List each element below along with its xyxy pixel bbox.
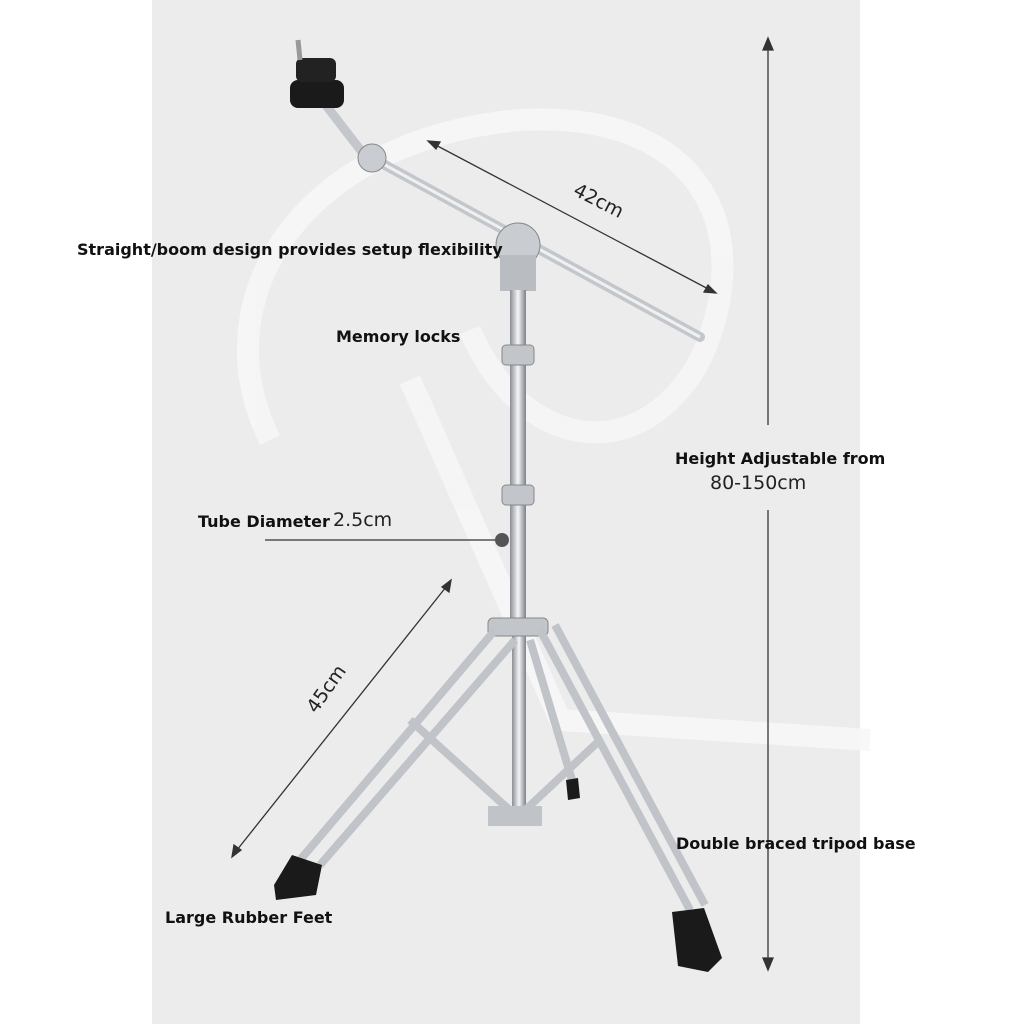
memory-locks-label: Memory locks bbox=[336, 327, 461, 346]
leg-length-arrow bbox=[231, 578, 452, 859]
tripod-base bbox=[296, 623, 709, 912]
rubber-feet-icon bbox=[274, 778, 722, 972]
memory-lock-icon bbox=[501, 484, 535, 506]
boom-design-label: Straight/boom design provides setup flex… bbox=[77, 240, 503, 259]
height-value: 80-150cm bbox=[710, 472, 807, 494]
tube-diameter-label: Tube Diameter bbox=[198, 512, 330, 531]
height-label: Height Adjustable from bbox=[675, 449, 886, 468]
memory-lock-icon bbox=[501, 344, 535, 366]
boom-length-arrow bbox=[426, 140, 718, 294]
boom-arm bbox=[290, 39, 705, 342]
base-label: Double braced tripod base bbox=[676, 834, 916, 853]
tube-diameter-value: 2.5cm bbox=[333, 509, 393, 531]
stand-tube bbox=[487, 290, 549, 820]
rubber-feet-label: Large Rubber Feet bbox=[165, 908, 333, 927]
cymbal-felt-icon bbox=[290, 80, 344, 108]
watermark-logo bbox=[236, 108, 871, 751]
height-arrow bbox=[762, 36, 774, 972]
background-panel bbox=[152, 0, 860, 1024]
